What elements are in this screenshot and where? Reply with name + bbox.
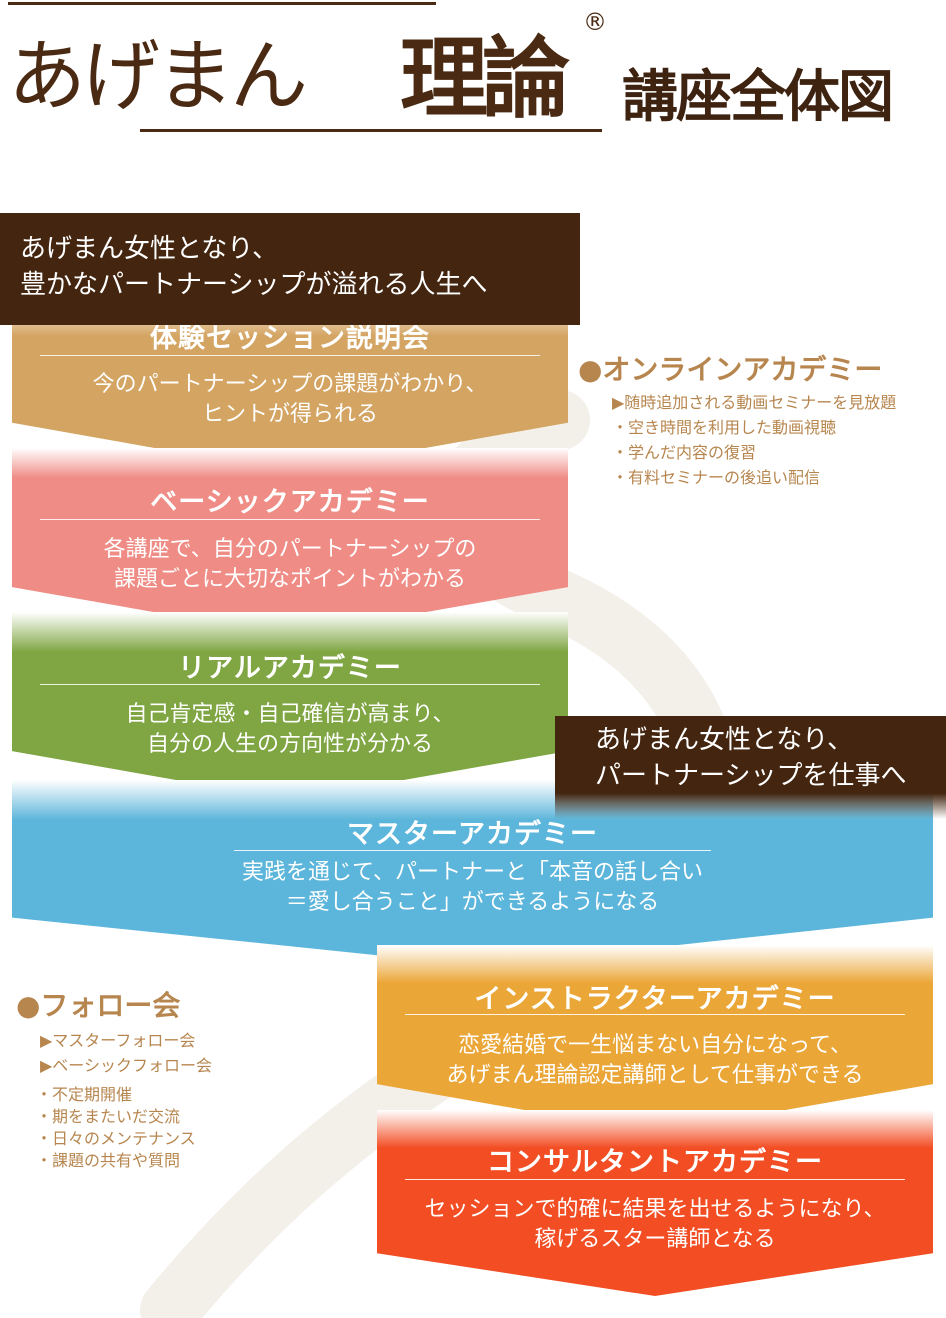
- follow-item: ・期をまたいだ交流: [36, 1107, 181, 1126]
- divider: [405, 1179, 905, 1180]
- divider: [40, 355, 540, 356]
- online-item: ・有料セミナーの後追い配信: [612, 468, 821, 487]
- follow-feature: ▶ベーシックフォロー会: [40, 1056, 212, 1075]
- logo-kana: あげまん: [8, 32, 308, 122]
- follow-item: ・課題の共有や質問: [36, 1151, 181, 1170]
- title-bottom-rule: [140, 129, 602, 132]
- block-text: セッションで的確に結果を出せるようになり、: [424, 1197, 886, 1222]
- block-text: ＝愛し合うこと」ができるようになる: [285, 890, 660, 915]
- block-text: 課題ごとに大切なポイントがわかる: [113, 567, 466, 592]
- online-feature: ▶随時追加される動画セミナーを見放題: [612, 393, 897, 412]
- divider: [40, 519, 540, 520]
- block-trial-session: 体験セッション説明会 今のパートナーシップの課題がわかり、ヒントが得られる: [12, 296, 568, 472]
- online-item: ・学んだ内容の復習: [612, 443, 757, 462]
- follow-feature: ▶マスターフォロー会: [40, 1031, 196, 1050]
- block-text: 稼げるスター講師となる: [534, 1227, 776, 1252]
- page-subtitle: 講座全体図: [622, 65, 894, 130]
- banner-goal-life: あげまん女性となり、 豊かなパートナーシップが溢れる人生へ: [0, 213, 580, 325]
- block-title: マスターアカデミー: [347, 819, 598, 850]
- online-academy-note: ●オンラインアカデミー ▶随時追加される動画セミナーを見放題 ・空き時間を利用し…: [578, 348, 896, 490]
- block-consultant-academy: コンサルタントアカデミー セッションで的確に結果を出せるようになり、稼げるスター…: [377, 1110, 933, 1296]
- follow-item: ・日々のメンテナンス: [36, 1129, 196, 1148]
- block-title: コンサルタントアカデミー: [487, 1147, 823, 1178]
- block-title: インストラクターアカデミー: [474, 984, 836, 1015]
- block-title: 体験セッション説明会: [150, 323, 430, 354]
- block-title: ベーシックアカデミー: [150, 487, 430, 518]
- block-title: リアルアカデミー: [178, 653, 402, 684]
- block-real-academy: リアルアカデミー 自己肯定感・自己確信が高まり、自分の人生の方向性が分かる: [12, 612, 568, 800]
- block-text: 各講座で、自分のパートナーシップの: [103, 537, 477, 562]
- divider: [405, 1014, 905, 1015]
- block-instructor-academy: インストラクターアカデミー 恋愛結婚で一生悩まない自分になって、あげまん理論認定…: [377, 945, 933, 1133]
- banner-goal-work: あげまん女性となり、 パートナーシップを仕事へ: [555, 716, 946, 819]
- follow-meeting-note: ●フォロー会 ▶マスターフォロー会 ▶ベーシックフォロー会 ・不定期開催 ・期を…: [16, 984, 212, 1172]
- block-text: 実践を通じて、パートナーと「本音の話し合い: [242, 860, 703, 885]
- online-heading: ●オンラインアカデミー: [578, 353, 883, 386]
- divider: [234, 850, 711, 851]
- block-text: ヒントが得られる: [201, 402, 378, 427]
- block-text: 自分の人生の方向性が分かる: [146, 732, 433, 757]
- block-text: 恋愛結婚で一生悩まない自分になって、: [458, 1033, 852, 1058]
- logo-kanji: 理論: [400, 26, 570, 130]
- block-text: あげまん理論認定講師として仕事ができる: [446, 1063, 864, 1088]
- block-text: 今のパートナーシップの課題がわかり、: [92, 372, 488, 397]
- registered-mark: ®: [583, 8, 607, 36]
- follow-heading: ●フォロー会: [16, 989, 181, 1022]
- title-top-rule: [8, 2, 436, 5]
- follow-item: ・不定期開催: [36, 1085, 133, 1104]
- block-text: 自己肯定感・自己確信が高まり、: [125, 702, 455, 727]
- banner-text: あげまん女性となり、: [595, 725, 854, 755]
- divider: [40, 684, 540, 685]
- banner-text: パートナーシップを仕事へ: [595, 761, 907, 791]
- banner-text: 豊かなパートナーシップが溢れる人生へ: [20, 270, 488, 300]
- online-item: ・空き時間を利用した動画視聴: [612, 418, 837, 437]
- banner-text: あげまん女性となり、: [20, 234, 279, 264]
- block-basic-academy: ベーシックアカデミー 各講座で、自分のパートナーシップの課題ごとに大切なポイント…: [12, 448, 568, 636]
